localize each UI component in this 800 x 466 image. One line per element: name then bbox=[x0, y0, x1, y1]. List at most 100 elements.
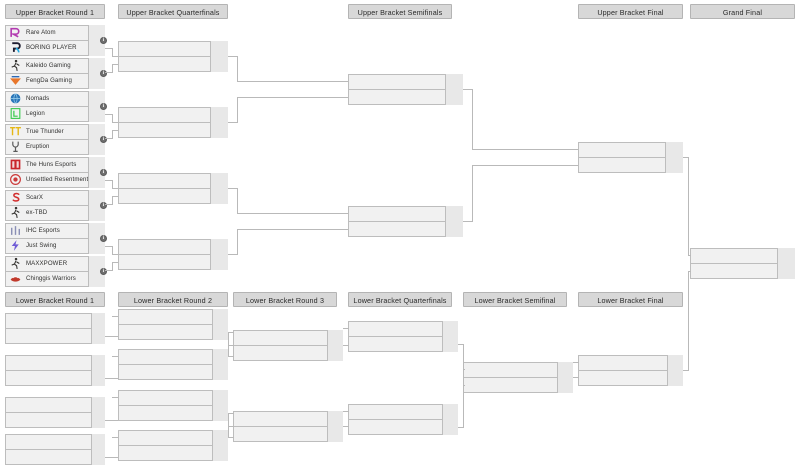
match-row-team1[interactable] bbox=[234, 331, 342, 346]
match-ubf-m1[interactable] bbox=[578, 142, 683, 173]
match-row-team1[interactable]: ScarX bbox=[6, 191, 104, 206]
match-lbqf-m2[interactable] bbox=[348, 404, 458, 435]
match-row-team2[interactable] bbox=[349, 420, 457, 435]
match-row-team1[interactable] bbox=[119, 108, 227, 123]
match-row-team2[interactable] bbox=[119, 325, 227, 340]
match-row-team1[interactable] bbox=[119, 240, 227, 255]
match-lbf-m1[interactable] bbox=[578, 355, 683, 386]
match-row-team2[interactable] bbox=[234, 346, 342, 361]
match-row-team1[interactable] bbox=[119, 42, 227, 57]
score-column bbox=[212, 430, 228, 461]
info-icon[interactable] bbox=[100, 169, 107, 176]
match-row-team1[interactable] bbox=[349, 75, 462, 90]
connector-line bbox=[237, 97, 238, 123]
match-row-team2[interactable] bbox=[349, 337, 457, 352]
match-row-team2[interactable] bbox=[119, 365, 227, 380]
maxxpower-logo bbox=[8, 257, 23, 270]
match-row-team2[interactable] bbox=[464, 378, 572, 393]
match-row-team1[interactable] bbox=[349, 322, 457, 337]
match-ubr1-m1[interactable]: Rare Atom BORING PLAYER bbox=[5, 25, 107, 56]
team-name: FengDa Gaming bbox=[26, 77, 73, 85]
match-lbr1-m1[interactable] bbox=[5, 313, 105, 344]
match-row-team2[interactable]: Chinggis Warriors bbox=[6, 272, 104, 287]
match-row-team2[interactable]: BORING PLAYER bbox=[6, 41, 104, 56]
match-lbr1-m3[interactable] bbox=[5, 397, 105, 428]
match-row-team1[interactable]: MAXXPOWER bbox=[6, 257, 104, 272]
match-lbr3-m2[interactable] bbox=[233, 411, 343, 442]
match-lbsf-m1[interactable] bbox=[463, 362, 573, 393]
match-row-team1[interactable] bbox=[119, 431, 227, 446]
match-row-team2[interactable]: Eruption bbox=[6, 140, 104, 155]
match-row-team2[interactable] bbox=[6, 371, 104, 386]
match-row-team1[interactable]: IHC Esports bbox=[6, 224, 104, 239]
match-row-team1[interactable] bbox=[6, 398, 104, 413]
match-row-team2[interactable] bbox=[234, 427, 342, 442]
match-row-team2[interactable]: Just Swing bbox=[6, 239, 104, 254]
match-row-team1[interactable] bbox=[119, 391, 227, 406]
match-row-team1[interactable] bbox=[579, 356, 682, 371]
info-icon[interactable] bbox=[100, 103, 107, 110]
match-row-team2[interactable] bbox=[119, 446, 227, 461]
match-row-team2[interactable] bbox=[6, 450, 104, 465]
info-icon[interactable] bbox=[100, 202, 107, 209]
match-row-team1[interactable]: True Thunder bbox=[6, 125, 104, 140]
match-row-team1[interactable] bbox=[349, 405, 457, 420]
match-row-team2[interactable]: FengDa Gaming bbox=[6, 74, 104, 89]
score-column bbox=[88, 256, 105, 287]
match-gf-m1[interactable] bbox=[690, 248, 795, 279]
match-row-team2[interactable]: Unsettled Resentment bbox=[6, 173, 104, 188]
match-ubr1-m5[interactable]: The Huns Esports Unsettled Resentment bbox=[5, 157, 107, 188]
match-lbr2-m2[interactable] bbox=[118, 349, 228, 380]
match-ubr1-m6[interactable]: ScarX ex-TBD bbox=[5, 190, 107, 221]
match-row-team1[interactable] bbox=[691, 249, 794, 264]
info-icon[interactable] bbox=[100, 37, 107, 44]
match-row-team1[interactable] bbox=[6, 314, 104, 329]
match-ubsf-m2[interactable] bbox=[348, 206, 463, 237]
connector-line bbox=[472, 149, 578, 150]
match-ubr1-m3[interactable]: Nomads Legion bbox=[5, 91, 107, 122]
match-ubr1-m2[interactable]: Kaleido Gaming FengDa Gaming bbox=[5, 58, 107, 89]
match-lbqf-m1[interactable] bbox=[348, 321, 458, 352]
info-icon[interactable] bbox=[100, 136, 107, 143]
match-lbr1-m4[interactable] bbox=[5, 434, 105, 465]
match-row-team1[interactable] bbox=[119, 310, 227, 325]
connector-line bbox=[237, 213, 348, 214]
match-row-team2[interactable] bbox=[6, 329, 104, 344]
match-row-team2[interactable] bbox=[119, 406, 227, 421]
match-row-team1[interactable] bbox=[119, 350, 227, 365]
info-icon[interactable] bbox=[100, 70, 107, 77]
match-ubqf-m4[interactable] bbox=[118, 239, 228, 270]
match-ubr1-m7[interactable]: IHC Esports Just Swing bbox=[5, 223, 107, 254]
match-row-team1[interactable]: The Huns Esports bbox=[6, 158, 104, 173]
match-row-team1[interactable] bbox=[6, 356, 104, 371]
match-row-team2[interactable]: ex-TBD bbox=[6, 206, 104, 221]
match-lbr3-m1[interactable] bbox=[233, 330, 343, 361]
connector-line bbox=[228, 56, 238, 57]
match-ubqf-m1[interactable] bbox=[118, 41, 228, 72]
match-row-team1[interactable] bbox=[6, 435, 104, 450]
info-icon[interactable] bbox=[100, 235, 107, 242]
match-ubsf-m1[interactable] bbox=[348, 74, 463, 105]
match-row-team2[interactable] bbox=[6, 413, 104, 428]
match-ubr1-m4[interactable]: True Thunder Eruption bbox=[5, 124, 107, 155]
connector-line bbox=[683, 370, 689, 371]
match-ubr1-m8[interactable]: MAXXPOWER Chinggis Warriors bbox=[5, 256, 107, 287]
match-row-team1[interactable] bbox=[464, 363, 572, 378]
info-icon[interactable] bbox=[100, 268, 107, 275]
match-ubqf-m2[interactable] bbox=[118, 107, 228, 138]
true-thunder-logo bbox=[8, 125, 23, 138]
match-row-team1[interactable] bbox=[234, 412, 342, 427]
match-row-team1[interactable] bbox=[349, 207, 462, 222]
match-lbr2-m4[interactable] bbox=[118, 430, 228, 461]
match-lbr2-m3[interactable] bbox=[118, 390, 228, 421]
match-row-team2[interactable]: Legion bbox=[6, 107, 104, 122]
match-lbr1-m2[interactable] bbox=[5, 355, 105, 386]
match-row-team1[interactable] bbox=[579, 143, 682, 158]
connector-line bbox=[237, 81, 348, 82]
match-row-team1[interactable] bbox=[119, 174, 227, 189]
match-row-team1[interactable]: Kaleido Gaming bbox=[6, 59, 104, 74]
match-row-team1[interactable]: Nomads bbox=[6, 92, 104, 107]
match-ubqf-m3[interactable] bbox=[118, 173, 228, 204]
match-row-team1[interactable]: Rare Atom bbox=[6, 26, 104, 41]
match-lbr2-m1[interactable] bbox=[118, 309, 228, 340]
